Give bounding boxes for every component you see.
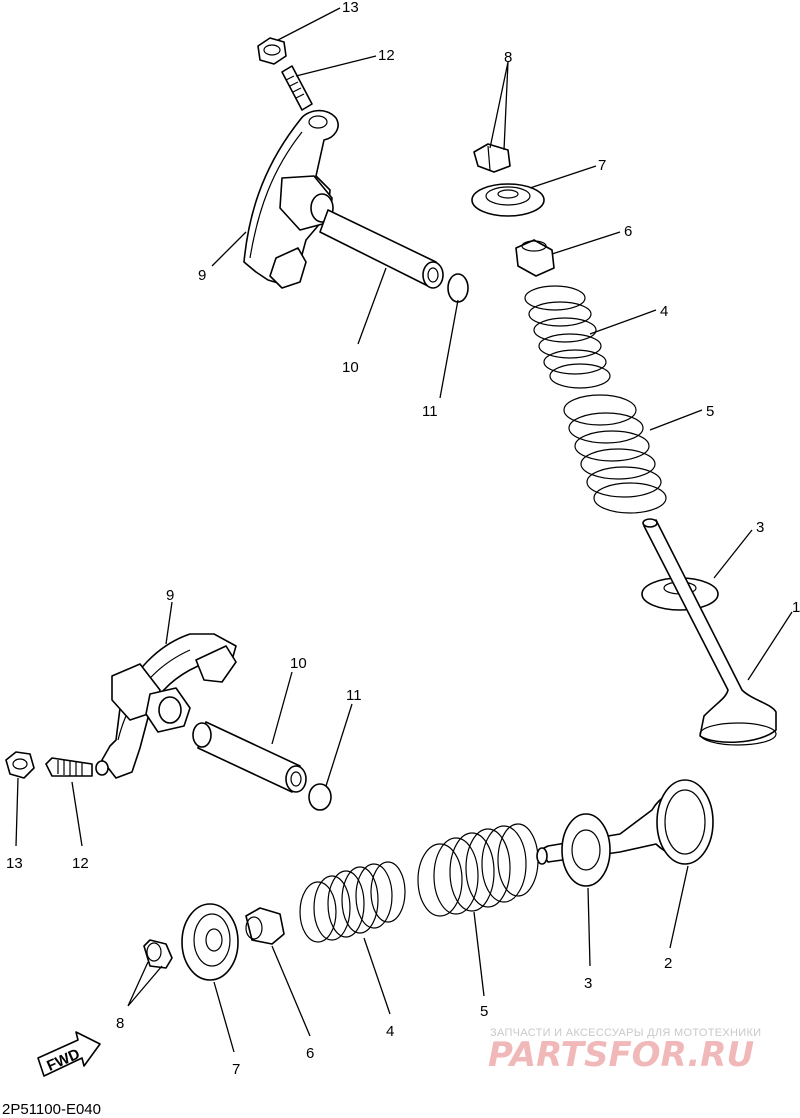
rocker-shaft-10-bottom <box>192 721 307 793</box>
callout-5-top: 5 <box>706 403 714 420</box>
callout-7-bottom: 7 <box>232 1061 240 1078</box>
callout-6-top: 6 <box>624 223 632 240</box>
watermark-tagline: ЗАПЧАСТИ И АКСЕССУАРЫ ДЛЯ МОТОТЕХНИКИ <box>490 1027 761 1039</box>
locknut-13-top <box>257 37 287 65</box>
watermark-logo: PARTSFOR.RU <box>488 1035 754 1075</box>
adjusting-screw-12-top <box>281 65 313 111</box>
outer-spring-5-bottom <box>417 823 539 917</box>
locknut-13-bottom <box>5 751 35 779</box>
fwd-label: FWD <box>44 1045 82 1074</box>
adjusting-screw-12-bottom <box>45 757 109 777</box>
callout-10-top: 10 <box>342 359 359 376</box>
callout-3-bottom: 3 <box>584 975 592 992</box>
spring-retainer-7-top <box>471 183 545 217</box>
stem-seal-6-top <box>515 239 555 277</box>
callout-6-bottom: 6 <box>306 1045 314 1062</box>
callout-3-top: 3 <box>756 519 764 536</box>
callout-1: 1 <box>792 599 800 616</box>
callout-9-top: 9 <box>198 267 206 284</box>
spring-seat-3-bottom <box>561 813 611 887</box>
intake-valve-1 <box>642 518 777 746</box>
callout-8-top: 8 <box>504 49 512 66</box>
forward-direction-arrow-icon <box>37 1031 101 1077</box>
callout-5-bottom: 5 <box>480 1003 488 1020</box>
callout-8-bottom: 8 <box>116 1015 124 1032</box>
o-ring-11-top <box>447 273 469 303</box>
outer-spring-5-top <box>563 394 667 514</box>
rocker-arm-9-bottom <box>101 633 237 779</box>
callout-13-top: 13 <box>342 0 359 16</box>
callout-10-bottom: 10 <box>290 655 307 672</box>
inner-spring-4-top <box>524 285 611 389</box>
callout-13-bottom: 13 <box>6 855 23 872</box>
callout-9-bottom: 9 <box>166 587 174 604</box>
stem-seal-6-bottom <box>245 907 285 945</box>
rocker-arm-9-top <box>243 109 339 289</box>
callout-11-top: 11 <box>422 403 438 420</box>
callout-11-bottom: 11 <box>346 687 362 704</box>
callout-2: 2 <box>664 955 672 972</box>
valve-cotter-8-bottom <box>143 939 173 969</box>
inner-spring-4-bottom <box>299 861 406 943</box>
o-ring-11-bottom <box>308 783 332 811</box>
callout-7-top: 7 <box>598 157 606 174</box>
diagram-code: 2P51100-E040 <box>2 1101 101 1118</box>
callout-12-top: 12 <box>378 47 395 64</box>
callout-4-bottom: 4 <box>386 1023 394 1040</box>
valve-cotter-8-top <box>473 143 511 173</box>
callout-4-top: 4 <box>660 303 668 320</box>
rocker-shaft-10-top <box>319 209 444 289</box>
spring-retainer-7-bottom <box>181 903 239 981</box>
callout-12-bottom: 12 <box>72 855 89 872</box>
